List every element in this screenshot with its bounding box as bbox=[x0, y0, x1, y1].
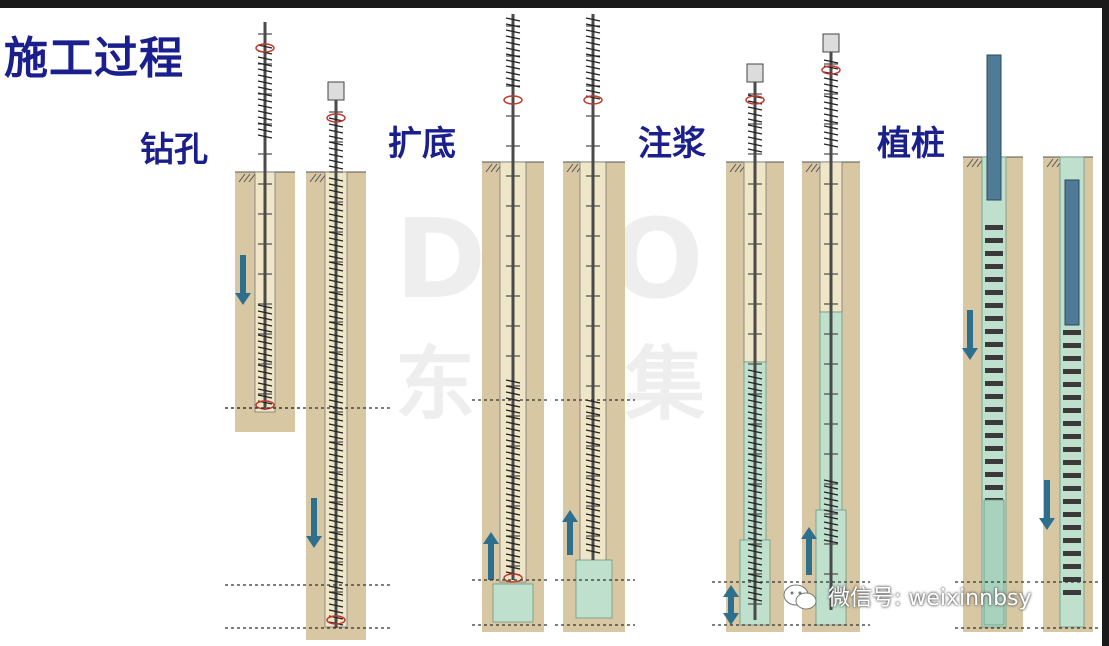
pile-rings-plant-1 bbox=[985, 485, 1003, 490]
drill-bit-drill-1 bbox=[255, 400, 275, 410]
up-arrow-enlarge-2-head bbox=[562, 510, 578, 522]
drive-head-grout-2 bbox=[822, 33, 840, 53]
rotation-mark-grout-1 bbox=[745, 95, 765, 105]
pile-rings-plant-1 bbox=[985, 277, 1003, 282]
auger-lower-drill-2 bbox=[328, 177, 344, 626]
down-arrow-plant-2-head bbox=[1039, 518, 1055, 530]
watermark-logo-char-1: 东 bbox=[395, 338, 475, 431]
pile-rings-plant-1 bbox=[985, 303, 1003, 308]
pile-rings-plant-2 bbox=[1063, 577, 1081, 582]
pile-rings-plant-2 bbox=[1063, 551, 1081, 556]
pile-rings-plant-1 bbox=[985, 264, 1003, 269]
pile-rings-plant-1 bbox=[985, 329, 1003, 334]
enlarged-base-enlarge-2 bbox=[575, 559, 613, 619]
watermark-logo-circle: O bbox=[610, 195, 704, 323]
pile-rings-plant-2 bbox=[1063, 538, 1081, 543]
page-title: 施工过程 bbox=[4, 33, 184, 84]
rotation-mark-drill-1 bbox=[255, 43, 275, 53]
rotation-mark-enlarge-1 bbox=[503, 95, 523, 105]
pile-rings-plant-2 bbox=[1063, 525, 1081, 530]
pile-rings-plant-2 bbox=[1063, 512, 1081, 517]
down-arrow-drill-2-head bbox=[306, 536, 322, 548]
pile-rings-plant-2 bbox=[1063, 382, 1081, 387]
pile-rings-plant-2 bbox=[1063, 356, 1081, 361]
pile-rings-plant-1 bbox=[985, 433, 1003, 438]
auger-top-enlarge-1 bbox=[505, 17, 521, 88]
auger-top-enlarge-2 bbox=[585, 17, 601, 100]
pile-rings-plant-1 bbox=[985, 225, 1003, 230]
step-label-enlarge: 扩底 bbox=[388, 124, 456, 164]
pile-rings-plant-2 bbox=[1063, 421, 1081, 426]
rotation-mark-grout-2 bbox=[821, 65, 841, 75]
pile-rings-plant-1 bbox=[985, 420, 1003, 425]
auger-lower-drill-1 bbox=[257, 304, 273, 405]
rotation-mark-drill-2 bbox=[326, 113, 346, 123]
pile-rings-plant-2 bbox=[1063, 447, 1081, 452]
pile-rings-plant-1 bbox=[985, 368, 1003, 373]
pile-rings-plant-1 bbox=[985, 316, 1003, 321]
pile-rings-plant-1 bbox=[985, 342, 1003, 347]
pile-rings-plant-1 bbox=[985, 446, 1003, 451]
pile-rings-plant-2 bbox=[1063, 473, 1081, 478]
watermark-logo-char-2: 集 bbox=[625, 338, 705, 431]
step-label-plant: 植桩 bbox=[877, 124, 945, 164]
pile-rings-plant-2 bbox=[1063, 369, 1081, 374]
drive-head-grout-1 bbox=[746, 63, 764, 83]
pile-rings-plant-2 bbox=[1063, 460, 1081, 465]
pile-rings-plant-2 bbox=[1063, 486, 1081, 491]
pile-rings-plant-1 bbox=[985, 355, 1003, 360]
pile-tip-plant-1 bbox=[983, 499, 1005, 626]
enlarged-base-enlarge-1 bbox=[492, 583, 534, 623]
top-dark-bar bbox=[0, 0, 1109, 8]
auger-lower-grout-1 bbox=[747, 369, 763, 602]
pile-rings-plant-2 bbox=[1063, 330, 1081, 335]
up-arrow-grout-1-head bbox=[723, 585, 739, 597]
pile-rings-plant-2 bbox=[1063, 590, 1081, 595]
pile-rings-plant-1 bbox=[985, 459, 1003, 464]
pile-top-plant-2 bbox=[1064, 179, 1080, 326]
wechat-icon bbox=[783, 584, 817, 610]
auger-lower-enlarge-1 bbox=[505, 379, 521, 576]
up-arrow-grout-2-head bbox=[801, 527, 817, 539]
right-dark-bar bbox=[1102, 0, 1109, 646]
step-label-drill: 钻孔 bbox=[140, 130, 208, 170]
pile-rings-plant-1 bbox=[985, 472, 1003, 477]
down-arrow-drill-1-head bbox=[235, 293, 251, 305]
wechat-credit: 微信号: weixinnbsy bbox=[828, 586, 1032, 611]
pile-rings-plant-2 bbox=[1063, 434, 1081, 439]
pile-rings-plant-1 bbox=[985, 290, 1003, 295]
drill-bit-enlarge-1 bbox=[503, 573, 523, 583]
rotation-mark-enlarge-2 bbox=[583, 95, 603, 105]
soil-drill-1-surface-hatch bbox=[238, 173, 256, 183]
pile-rings-plant-2 bbox=[1063, 408, 1081, 413]
pile-rings-plant-1 bbox=[985, 251, 1003, 256]
watermark-logo-letters: D bbox=[395, 195, 487, 323]
down-arrow-plant-1-head bbox=[962, 348, 978, 360]
auger-lower-enlarge-2 bbox=[585, 399, 601, 554]
pile-rings-plant-2 bbox=[1063, 499, 1081, 504]
pile-rings-plant-1 bbox=[985, 394, 1003, 399]
auger-upper-drill-2 bbox=[328, 117, 344, 170]
step-label-grout: 注浆 bbox=[638, 124, 706, 164]
up-arrow-enlarge-1-head bbox=[483, 532, 499, 544]
drill-bit-drill-2 bbox=[326, 615, 346, 625]
auger-upper-grout-2 bbox=[823, 59, 839, 148]
auger-lower-grout-2 bbox=[823, 479, 839, 544]
pile-rings-plant-1 bbox=[985, 238, 1003, 243]
down-arrow-grout-1-head bbox=[723, 613, 739, 625]
pile-rings-plant-2 bbox=[1063, 343, 1081, 348]
drive-head-drill-2 bbox=[327, 81, 345, 101]
pile-rings-plant-2 bbox=[1063, 395, 1081, 400]
pile-rings-plant-1 bbox=[985, 381, 1003, 386]
pile-top-plant-1 bbox=[986, 54, 1002, 201]
pile-rings-plant-2 bbox=[1063, 564, 1081, 569]
pile-rings-plant-1 bbox=[985, 407, 1003, 412]
